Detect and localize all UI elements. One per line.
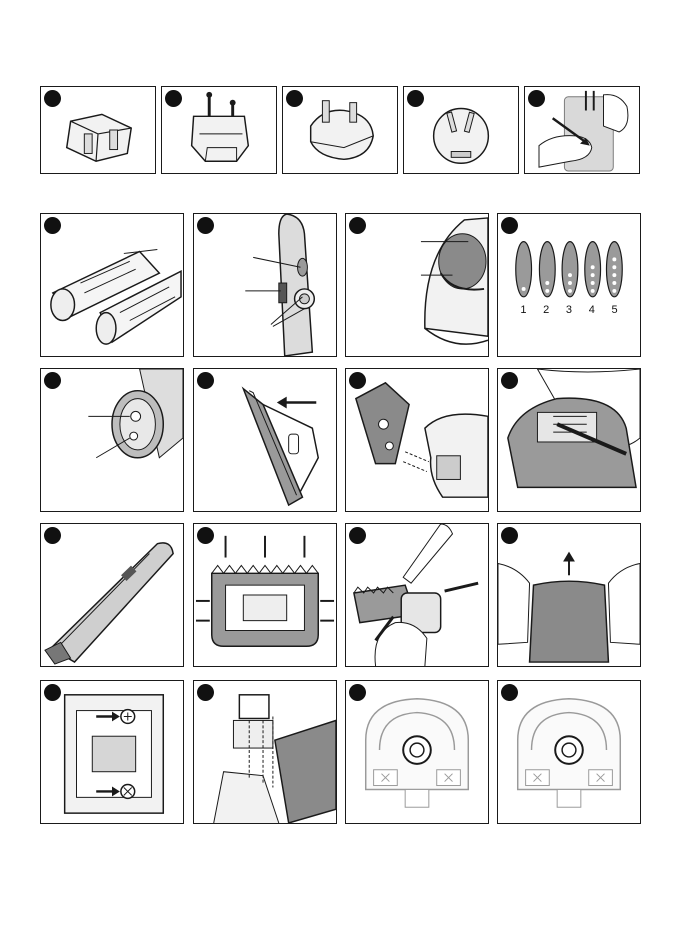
indicator-label-3: 3 [566,304,572,316]
panel-drive-mechanism-b [497,680,641,824]
blade-slide-icon [194,369,336,511]
blade-adjust-icon [194,524,336,666]
step-badge [349,372,366,389]
trimmer-controls-icon [194,214,336,356]
panel-cover-lift [497,523,641,667]
panel-blade-clean [497,368,641,512]
step-badge [197,684,214,701]
step-badge [44,372,61,389]
panel-blade-adjust [193,523,337,667]
blade-assembly-icon [194,681,336,823]
drive-mechanism-icon [346,681,488,823]
panel-blade-assembly [193,680,337,824]
step-badge [501,217,518,234]
indicator-label-2: 2 [543,304,549,316]
indicator-label-5: 5 [612,304,618,316]
step-badge [286,90,303,107]
panel-plug-eu [161,86,277,174]
step-badge [44,90,61,107]
step-badge [349,684,366,701]
panel-plug-uk [282,86,398,174]
drive-mechanism-icon [498,681,640,823]
step-badge [197,372,214,389]
blade-clean-icon [498,369,640,511]
step-badge [349,527,366,544]
panel-charge-indicator: 1 2 3 4 5 [497,213,641,357]
panel-trimmer-side [40,523,184,667]
step-badge [197,527,214,544]
blade-oil-icon [346,524,488,666]
indicator-label-4: 4 [589,304,595,316]
step-badge [165,90,182,107]
panel-drive-mechanism-a [345,680,489,824]
step-badge [44,527,61,544]
step-badge [407,90,424,107]
panel-battery-pack [40,213,184,357]
panel-trimmer-rear [40,368,184,512]
blade-remove-icon [346,369,488,511]
indicator-labels: 1 2 3 4 5 [498,304,640,316]
step-badge [197,217,214,234]
trimmer-side-icon [41,524,183,666]
panel-plug-au [403,86,519,174]
step-badge [44,217,61,234]
step-badge [501,527,518,544]
panel-blade-oil [345,523,489,667]
step-badge [501,684,518,701]
indicator-label-1: 1 [520,304,526,316]
cover-lift-icon [498,524,640,666]
panel-blade-remove [345,368,489,512]
battery-pack-icon [41,214,183,356]
trimmer-rear-icon [41,369,183,511]
panel-blade-slide [193,368,337,512]
step-badge [349,217,366,234]
charge-indicator-icon [498,214,640,356]
step-badge [44,684,61,701]
screw-panel-icon [41,681,183,823]
panel-adapter-insert [524,86,640,174]
panel-charging-base [345,213,489,357]
panel-screw-panel [40,680,184,824]
step-badge [528,90,545,107]
step-badge [501,372,518,389]
panel-plug-us [40,86,156,174]
charging-base-icon [346,214,488,356]
panel-trimmer-controls [193,213,337,357]
